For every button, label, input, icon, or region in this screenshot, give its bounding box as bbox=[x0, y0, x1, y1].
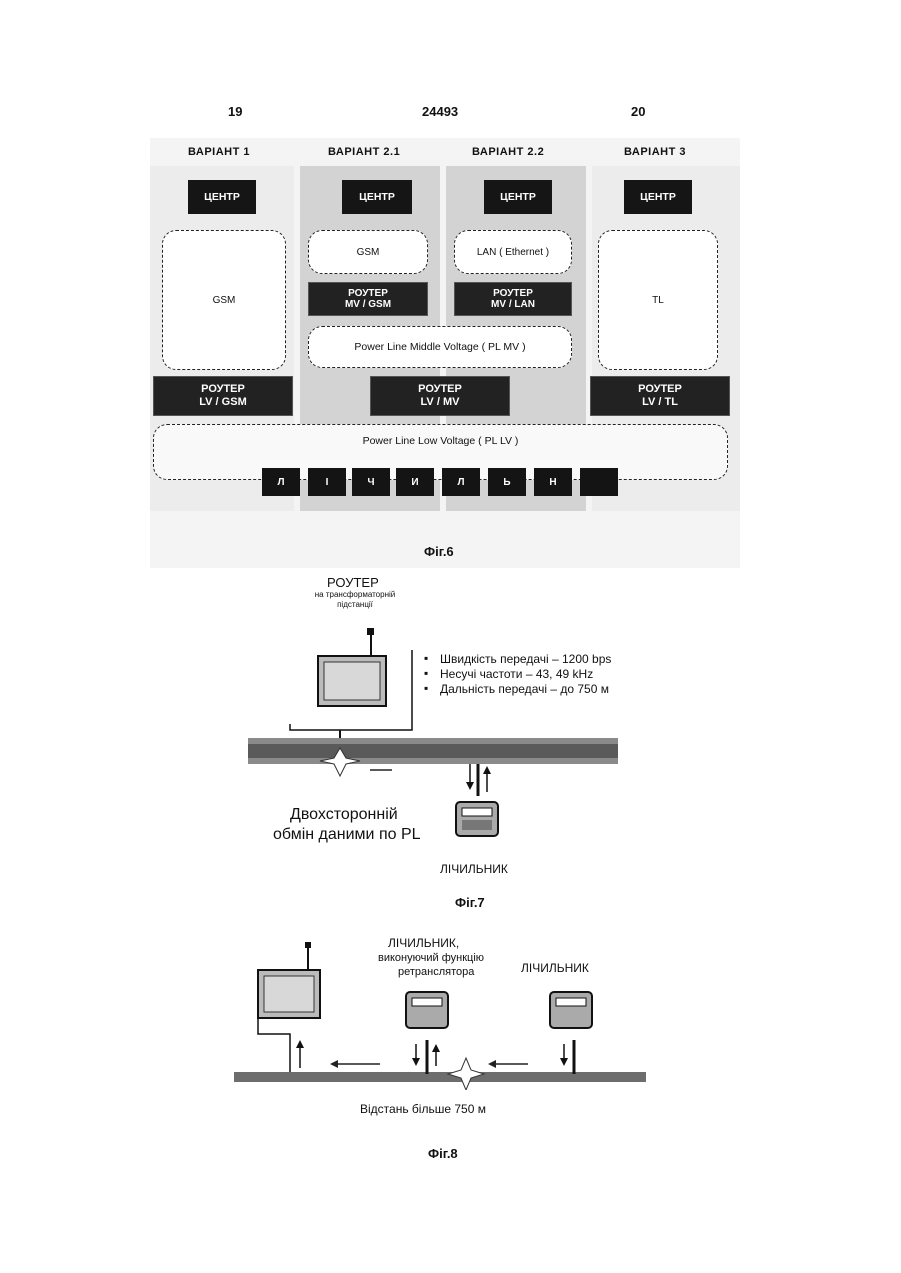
spec-transfer-rate: Швидкість передачі – 1200 bps bbox=[440, 652, 611, 666]
router-screen-fig8 bbox=[264, 976, 314, 1012]
meter-icon-fig8 bbox=[550, 992, 592, 1028]
figure-8-caption: Фіг.8 bbox=[428, 1146, 458, 1161]
page-number-right: 20 bbox=[631, 104, 645, 119]
relay-up-arrow-head bbox=[432, 1044, 440, 1052]
up-arrow-router-head bbox=[296, 1040, 304, 1048]
router-mv-lan-title: РОУТЕР bbox=[493, 288, 533, 299]
gsm-network-v1: GSM bbox=[162, 230, 286, 370]
router-mv-gsm: РОУТЕР MV / GSM bbox=[308, 282, 428, 316]
spec-transfer-range: Дальність передачі – до 750 м bbox=[440, 682, 609, 696]
meter-cell-4: И bbox=[396, 468, 434, 496]
figure-6-diagram: ВАРІАНТ 1 ВАРІАНТ 2.1 ВАРІАНТ 2.2 ВАРІАН… bbox=[150, 138, 740, 568]
figure-7-caption: Фіг.7 bbox=[455, 895, 485, 910]
meter-body bbox=[462, 820, 492, 830]
meter-cell-1: Л bbox=[262, 468, 300, 496]
down-arrow-head bbox=[466, 782, 474, 790]
meter-label-fig7: ЛІЧИЛЬНИК bbox=[440, 862, 508, 876]
router-lv-tl-type: LV / TL bbox=[642, 396, 678, 409]
router-wire-fig8 bbox=[258, 1018, 290, 1074]
meter-cell-5: Л bbox=[442, 468, 480, 496]
router-title: РОУТЕР bbox=[327, 575, 379, 590]
router-subtitle: на трансформаторній підстанції bbox=[300, 590, 410, 610]
center-box-v1: ЦЕНТР bbox=[188, 180, 256, 214]
meter-display-fig8 bbox=[556, 998, 586, 1006]
line-arrow-right-head bbox=[488, 1060, 496, 1068]
exchange-text-line1: Двохсторонній bbox=[290, 806, 398, 824]
power-line-core bbox=[248, 744, 618, 758]
center-box-v3: ЦЕНТР bbox=[624, 180, 692, 214]
router-lv-gsm-title: РОУТЕР bbox=[201, 383, 245, 396]
meter-device-icon bbox=[456, 802, 498, 836]
antenna-tip-fig8 bbox=[305, 942, 311, 948]
antenna-tip bbox=[367, 628, 374, 635]
figure-8-diagram bbox=[230, 940, 650, 1090]
lan-network-v22: LAN ( Ethernet ) bbox=[454, 230, 572, 274]
meter-cell-6: Ь bbox=[488, 468, 526, 496]
router-mv-lan-type: MV / LAN bbox=[491, 299, 535, 310]
router-mv-lan: РОУТЕР MV / LAN bbox=[454, 282, 572, 316]
distance-label: Відстань більше 750 м bbox=[360, 1102, 486, 1116]
variant-3-title: ВАРІАНТ 3 bbox=[624, 146, 686, 158]
router-lv-mv-title: РОУТЕР bbox=[418, 383, 462, 396]
meter-cell-8 bbox=[580, 468, 618, 496]
router-mv-gsm-title: РОУТЕР bbox=[348, 288, 388, 299]
power-line-fig8 bbox=[234, 1072, 646, 1082]
router-screen bbox=[324, 662, 380, 700]
relay-down-arrow-head bbox=[412, 1058, 420, 1066]
meter-display bbox=[462, 808, 492, 816]
patent-number: 24493 bbox=[422, 104, 458, 119]
router-lv-tl-title: РОУТЕР bbox=[638, 383, 682, 396]
variant-21-title: ВАРІАНТ 2.1 bbox=[328, 146, 400, 158]
tl-network-v3: TL bbox=[598, 230, 718, 370]
router-lv-gsm-type: LV / GSM bbox=[199, 396, 246, 409]
meter-down-arrow-head bbox=[560, 1058, 568, 1066]
power-line-middle-voltage: Power Line Middle Voltage ( PL MV ) bbox=[308, 326, 572, 368]
variant-1-title: ВАРІАНТ 1 bbox=[188, 146, 250, 158]
spec-carrier-frequencies: Несучі частоти – 43, 49 kHz bbox=[440, 667, 593, 681]
gsm-network-v21: GSM bbox=[308, 230, 428, 274]
center-box-v21: ЦЕНТР bbox=[342, 180, 412, 214]
router-lv-tl: РОУТЕР LV / TL bbox=[590, 376, 730, 416]
relay-meter-display bbox=[412, 998, 442, 1006]
relay-meter-icon bbox=[406, 992, 448, 1028]
router-lv-mv-type: LV / MV bbox=[421, 396, 460, 409]
variant-22-title: ВАРІАНТ 2.2 bbox=[472, 146, 544, 158]
line-arrow-left-head bbox=[330, 1060, 338, 1068]
power-line-low-voltage: Power Line Low Voltage ( PL LV ) bbox=[153, 424, 728, 480]
up-arrow-head bbox=[483, 766, 491, 774]
meter-cell-7: Н bbox=[534, 468, 572, 496]
page-number-left: 19 bbox=[228, 104, 242, 119]
center-box-v22: ЦЕНТР bbox=[484, 180, 552, 214]
signal-spark-icon-fig8 bbox=[448, 1058, 484, 1090]
meter-cell-2: І bbox=[308, 468, 346, 496]
router-lv-gsm: РОУТЕР LV / GSM bbox=[153, 376, 293, 416]
figure-6-caption: Фіг.6 bbox=[424, 544, 454, 559]
router-mv-gsm-type: MV / GSM bbox=[345, 299, 391, 310]
meter-cell-3: Ч bbox=[352, 468, 390, 496]
router-lv-mv: РОУТЕР LV / MV bbox=[370, 376, 510, 416]
exchange-text-line2: обмін даними по PL bbox=[273, 826, 421, 844]
